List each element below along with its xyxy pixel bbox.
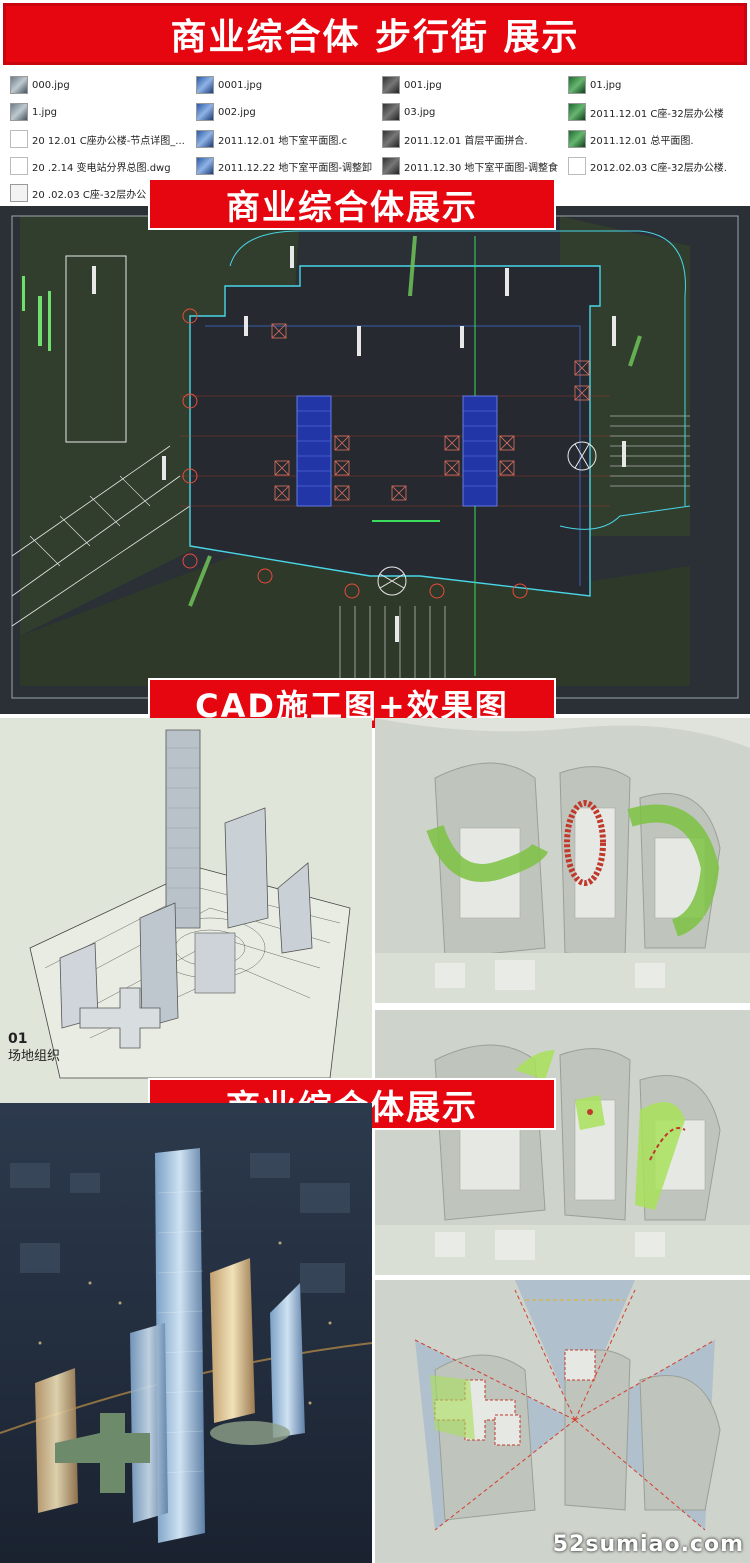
file-item[interactable]: 2011.12.01 地下室平面图.c — [196, 128, 372, 150]
image-icon — [196, 130, 214, 148]
night-scene — [0, 1103, 372, 1563]
image-icon — [382, 130, 400, 148]
file-item[interactable]: 1.jpg — [10, 101, 186, 123]
image-icon — [10, 76, 28, 94]
file-item[interactable]: 20 .2.14 变电站分界总图.dwg — [10, 155, 186, 177]
file-name: 2012.02.03 C座-32层办公楼. — [590, 162, 727, 174]
image-icon — [568, 103, 586, 121]
file-item[interactable]: 2011.12.01 C座-32层办公楼 — [568, 101, 744, 123]
document-icon — [10, 184, 28, 202]
sketch-drawing — [0, 718, 372, 1103]
file-name: 000.jpg — [32, 79, 70, 91]
flow-diagram-2 — [375, 1010, 750, 1275]
file-name: 1.jpg — [32, 106, 58, 118]
view-diagram — [375, 1280, 750, 1563]
caption-number: 01 — [8, 1031, 28, 1047]
image-icon — [196, 103, 214, 121]
site-sketch-render — [0, 718, 372, 1103]
file-name: 001.jpg — [404, 79, 442, 91]
cad-icon — [10, 130, 28, 148]
pedestrian-flow-render — [375, 718, 750, 1003]
file-item[interactable]: 01.jpg — [568, 74, 744, 96]
site-watermark: 52sumiao.com — [552, 1532, 744, 1557]
file-name: 2011.12.01 首层平面拼合. — [404, 135, 528, 147]
file-item[interactable]: 2011.12.22 地下室平面图-调整卸... — [196, 155, 372, 177]
file-item[interactable]: 20 12.01 C座办公楼-节点详图_... — [10, 128, 186, 150]
file-name: 2011.12.30 地下室平面图-调整食... — [404, 162, 558, 174]
section-banner-commercial: 商业综合体展示 — [148, 178, 556, 230]
file-item[interactable]: 2011.12.01 总平面图. — [568, 128, 744, 150]
cad-floor-plan — [0, 206, 750, 714]
image-icon — [382, 157, 400, 175]
file-name: 03.jpg — [404, 106, 436, 118]
image-icon — [196, 157, 214, 175]
image-icon — [568, 130, 586, 148]
flow-diagram-1 — [375, 718, 750, 1003]
image-icon — [568, 76, 586, 94]
file-item[interactable]: 2011.12.30 地下室平面图-调整食... — [382, 155, 558, 177]
view-corridor-render — [375, 1280, 750, 1563]
file-name: 2011.12.01 地下室平面图.c — [218, 135, 348, 147]
file-item[interactable]: 20 .02.03 C座-32层办公 — [10, 182, 186, 204]
file-name: 20 .2.14 变电站分界总图.dwg — [32, 162, 171, 174]
file-name: 2011.12.01 C座-32层办公楼 — [590, 108, 724, 120]
top-banner-title: 商业综合体 步行街 展示 — [0, 0, 750, 68]
night-aerial-render — [0, 1103, 372, 1563]
cad-icon — [10, 157, 28, 175]
cad-icon — [568, 157, 586, 175]
file-item[interactable]: 000.jpg — [10, 74, 186, 96]
file-item[interactable]: 03.jpg — [382, 101, 558, 123]
site-organization-caption: 01 场地组织 — [8, 1030, 60, 1066]
file-item[interactable]: 2012.02.03 C座-32层办公楼. — [568, 155, 744, 177]
file-item[interactable]: 001.jpg — [382, 74, 558, 96]
file-name: 2011.12.22 地下室平面图-调整卸... — [218, 162, 372, 174]
image-icon — [382, 103, 400, 121]
caption-title: 场地组织 — [8, 1049, 61, 1064]
image-icon — [382, 76, 400, 94]
entrance-analysis-render — [375, 1010, 750, 1275]
image-icon — [196, 76, 214, 94]
file-item[interactable]: 0001.jpg — [196, 74, 372, 96]
file-item[interactable]: 2011.12.01 首层平面拼合. — [382, 128, 558, 150]
file-name: 01.jpg — [590, 79, 622, 91]
file-name: 002.jpg — [218, 106, 256, 118]
file-name: 2011.12.01 总平面图. — [590, 135, 694, 147]
cad-plan-drawing — [11, 215, 739, 699]
file-item[interactable]: 002.jpg — [196, 101, 372, 123]
image-icon — [10, 103, 28, 121]
file-name: 0001.jpg — [218, 79, 263, 91]
file-name: 20 .02.03 C座-32层办公 — [32, 189, 147, 201]
file-name: 20 12.01 C座办公楼-节点详图_... — [32, 135, 185, 147]
